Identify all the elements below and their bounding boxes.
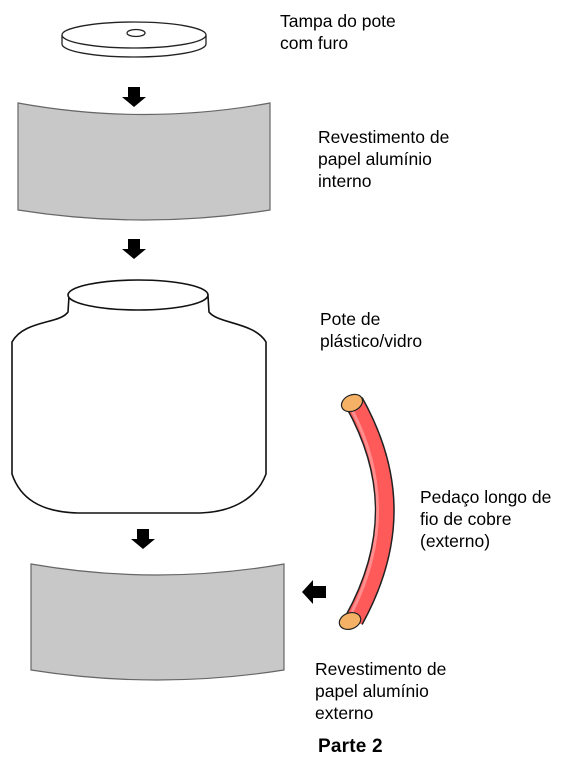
wire-end-bottom xyxy=(338,611,362,631)
lid-label: Tampa do pote com furo xyxy=(280,11,396,53)
down-arrow-icon xyxy=(122,239,146,259)
part-caption: Parte 2 xyxy=(318,736,383,757)
down-arrow-icon xyxy=(122,87,146,107)
inner-foil-label: Revestimento de papel alumínio interno xyxy=(318,127,450,191)
wire-label: Pedaço longo de fio de cobre (externo) xyxy=(420,487,552,551)
inner-foil-band xyxy=(17,102,271,221)
jar-lid xyxy=(61,21,207,58)
jar-mouth xyxy=(67,279,209,311)
outer-foil-label: Revestimento de papel alumínio externo xyxy=(315,659,447,723)
down-arrow-icon xyxy=(131,529,155,549)
copper-wire xyxy=(338,393,395,631)
outer-foil-band xyxy=(30,563,285,681)
wire-end-top xyxy=(340,393,364,413)
jar-label: Pote de plástico/vidro xyxy=(320,309,423,351)
plastic-jar xyxy=(11,279,267,514)
lid-hole xyxy=(126,28,146,38)
left-arrow-icon xyxy=(302,580,326,604)
